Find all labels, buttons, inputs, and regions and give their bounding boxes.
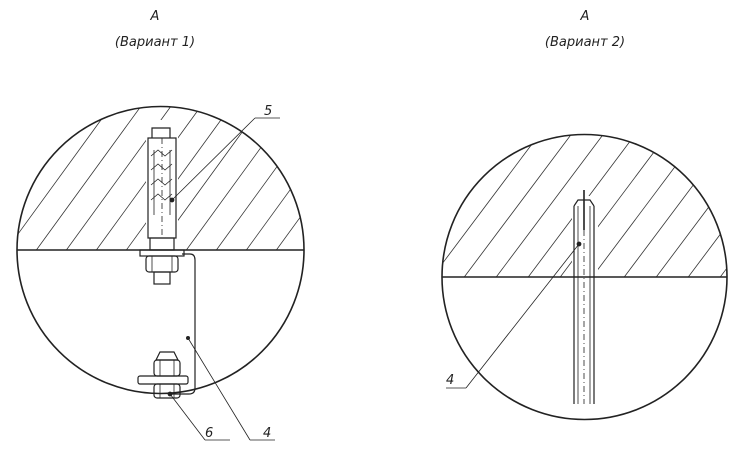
view-2-leader xyxy=(446,241,582,389)
view-2-variant: (Вариант 2) xyxy=(545,35,625,50)
view-1-detail: 5 6 4 xyxy=(16,104,305,441)
view-1-top-nut xyxy=(139,249,185,285)
view-1-wire xyxy=(170,253,196,395)
view-1-bottom-nut xyxy=(137,351,189,399)
view-1-variant: (Вариант 1) xyxy=(115,35,195,50)
view-1-letter: А xyxy=(150,9,160,24)
view-1-callout-6: 6 xyxy=(205,426,213,441)
view-1-callout-5: 5 xyxy=(264,104,272,119)
view-2-heading: А (Вариант 2) xyxy=(545,9,625,50)
view-2-detail: 4 xyxy=(441,133,728,421)
view-2-letter: А xyxy=(580,9,590,24)
view-1-heading: А (Вариант 1) xyxy=(115,9,195,50)
view-1-concrete-hatch xyxy=(17,106,304,251)
view-2-concrete-hatch xyxy=(442,134,727,277)
view-2-callout-4: 4 xyxy=(446,373,454,388)
view-1-leaders xyxy=(167,117,280,441)
view-2-rod xyxy=(573,190,595,404)
view-1-callout-4: 4 xyxy=(263,426,271,441)
